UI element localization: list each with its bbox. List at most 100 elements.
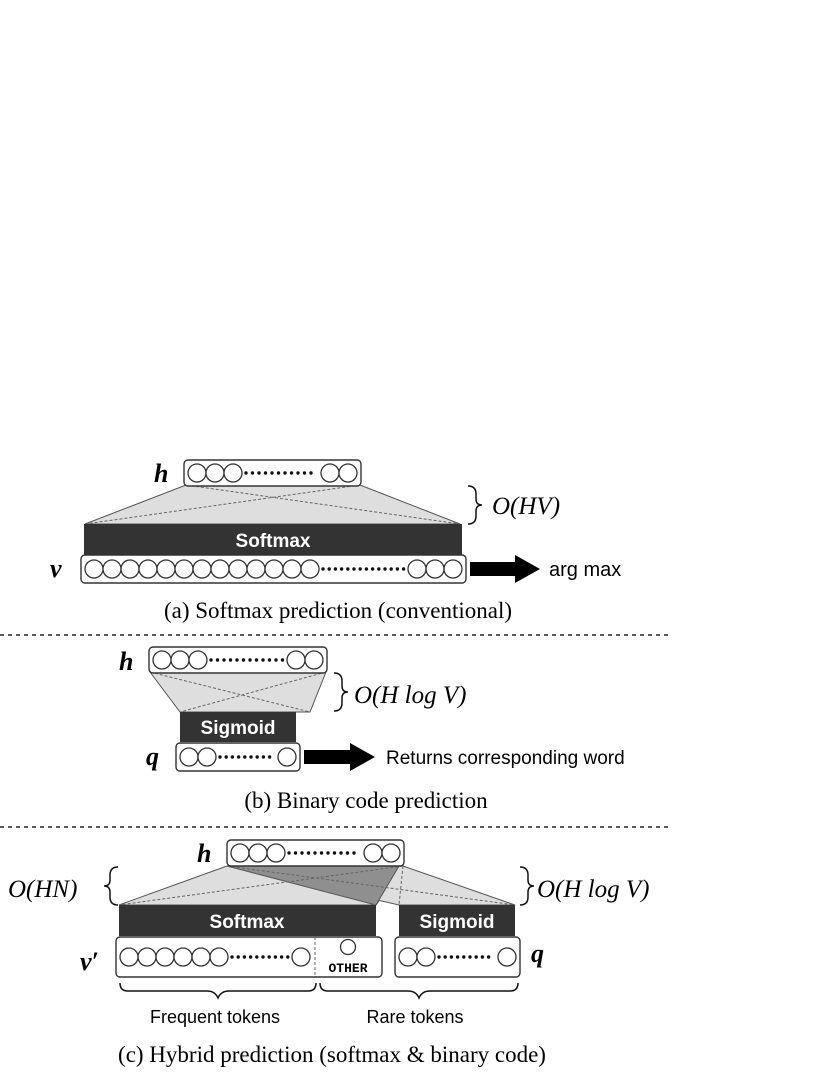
panel-a-arrow-text: arg max <box>549 559 621 581</box>
panel-a-h-nodes <box>187 463 358 483</box>
ellipsis-dot <box>455 955 460 959</box>
panel-a-projection <box>84 484 461 525</box>
neuron-node <box>138 559 158 579</box>
ellipsis-dot <box>332 851 337 855</box>
ellipsis-dot <box>242 955 247 959</box>
ellipsis-dot <box>261 755 266 759</box>
ellipsis-dot <box>263 471 268 475</box>
ellipsis-dot <box>257 471 261 475</box>
ellipsis-dot <box>215 658 220 662</box>
panel-b-h-label: h <box>119 647 133 676</box>
ellipsis-dot <box>345 851 350 855</box>
panel-b-cross-line <box>149 671 311 713</box>
neuron-node <box>407 559 427 579</box>
ellipsis-dot <box>250 471 255 475</box>
panel-b-caption: (b) Binary code prediction <box>244 788 488 813</box>
neuron-node <box>197 747 217 767</box>
neuron-node <box>277 747 297 767</box>
panel-b-sigmoid-layer <box>180 712 296 742</box>
neuron-node <box>363 843 383 863</box>
neuron-node <box>228 559 248 579</box>
panel-c-right-brace <box>519 866 535 906</box>
neuron-node <box>338 463 358 483</box>
ellipsis-dot <box>437 955 441 959</box>
ellipsis-dot <box>267 955 271 959</box>
panel-a-softmax-label: Softmax <box>236 531 311 552</box>
neuron-node <box>155 947 175 967</box>
ellipsis-dot <box>302 471 307 475</box>
panel-a-v-label: v <box>50 554 62 583</box>
panel-b-arrow-text: Returns corresponding word <box>386 748 625 769</box>
panel-c: h O(HN) O(H log V) Softmax Sigmoid v′ OT… <box>8 839 649 1067</box>
neuron-node <box>137 947 157 967</box>
ellipsis-dot <box>261 955 265 959</box>
neuron-node <box>210 559 230 579</box>
panel-c-softmax-layer <box>119 905 376 936</box>
panel-b-q-nodes <box>179 747 297 767</box>
ellipsis-dot <box>280 658 285 662</box>
neuron-node <box>425 559 445 579</box>
ellipsis-dot <box>339 567 344 571</box>
panel-a-brace <box>467 485 483 525</box>
ellipsis-dot <box>270 471 274 475</box>
ellipsis-dot <box>300 851 304 855</box>
ellipsis-dot <box>287 851 291 855</box>
ellipsis-dot <box>228 658 233 662</box>
panel-c-other-node <box>339 938 357 956</box>
panel-a-h-label: h <box>154 459 168 488</box>
panel-b-cross-line <box>179 671 327 713</box>
ellipsis-dot <box>243 755 247 759</box>
neuron-node <box>192 559 212 579</box>
ellipsis-dot <box>313 851 317 855</box>
neuron-node <box>381 843 401 863</box>
panel-b-h-nodes <box>152 650 324 670</box>
ellipsis-dot <box>462 955 466 959</box>
neuron-node <box>304 650 324 670</box>
neuron-node <box>170 650 190 670</box>
neuron-node <box>398 947 418 967</box>
neuron-node <box>102 559 122 579</box>
ellipsis-dot <box>249 755 253 759</box>
ellipsis-dot <box>377 567 381 571</box>
ellipsis-dot <box>244 471 248 475</box>
panel-c-q-nodes <box>398 947 517 967</box>
panel-c-frequent-brace <box>119 982 317 1000</box>
ellipsis-dot <box>218 755 222 759</box>
neuron-node <box>497 947 517 967</box>
neuron-node <box>173 947 193 967</box>
panel-b-sigmoid-label: Sigmoid <box>201 718 276 739</box>
panel-c-h-label: h <box>197 839 211 868</box>
panel-b-arrow <box>304 743 375 771</box>
ellipsis-dot <box>389 567 393 571</box>
neuron-node <box>264 559 284 579</box>
panel-b-q-label: q <box>146 742 159 771</box>
ellipsis-dot <box>339 851 343 855</box>
ellipsis-dot <box>383 567 387 571</box>
panel-c-sigmoid-label: Sigmoid <box>420 912 495 933</box>
ellipsis-dot <box>486 955 491 959</box>
neuron-node <box>188 650 208 670</box>
panel-a-caption: (a) Softmax prediction (conventional) <box>164 598 512 623</box>
panel-b-projection <box>149 671 327 713</box>
ellipsis-dot <box>395 567 400 571</box>
neuron-node <box>205 463 225 483</box>
panel-a-cross-line <box>84 484 361 525</box>
ellipsis-dot <box>241 658 246 662</box>
panel-c-rare-label: Rare tokens <box>366 1007 463 1027</box>
panel-c-v-label: v′ <box>80 947 99 976</box>
ellipsis-dot <box>274 658 278 662</box>
panel-b-brace <box>333 672 349 712</box>
neuron-node <box>266 843 286 863</box>
ellipsis-dot <box>230 755 235 759</box>
ellipsis-dot <box>306 851 311 855</box>
ellipsis-dot <box>255 955 259 959</box>
panel-a: h O(HV) Softmax v arg max (a) Softmax pr… <box>50 459 621 623</box>
ellipsis-dot <box>321 567 325 571</box>
neuron-node <box>174 559 194 579</box>
panel-c-complexity-left: O(HN) <box>8 876 77 903</box>
neuron-node <box>120 559 140 579</box>
ellipsis-dot <box>319 851 324 855</box>
panel-b: h O(H log V) Sigmoid q Returns correspon… <box>119 646 625 813</box>
neuron-node <box>187 463 207 483</box>
